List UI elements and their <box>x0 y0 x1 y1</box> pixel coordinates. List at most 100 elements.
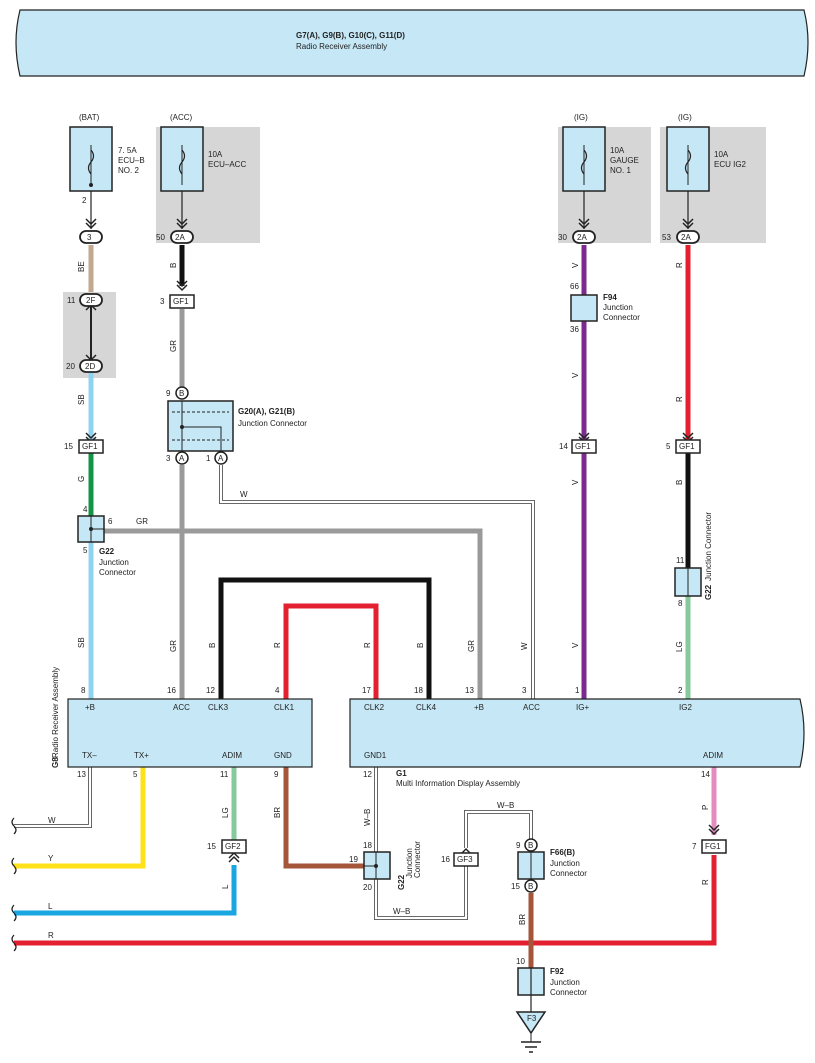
svg-text:GR: GR <box>169 640 178 652</box>
svg-text:GR: GR <box>467 640 476 652</box>
svg-text:5: 5 <box>83 546 88 555</box>
svg-text:SB: SB <box>77 394 86 405</box>
pin-txp: TX+ <box>134 751 149 760</box>
wire-wb-3 <box>464 810 533 848</box>
svg-text:B: B <box>208 643 217 648</box>
g1-desc: Multi Information Display Assembly <box>396 779 520 788</box>
ground-icon <box>515 1011 547 1053</box>
connector-gf1-acc: GF1 3 <box>160 294 195 309</box>
svg-text:P: P <box>701 805 710 810</box>
svg-text:18: 18 <box>414 686 423 695</box>
acc-label: (ACC) <box>170 113 193 122</box>
ig1-label: (IG) <box>574 113 588 122</box>
svg-text:LG: LG <box>675 641 684 652</box>
header-panel <box>15 9 809 77</box>
svg-text:30: 30 <box>558 233 567 242</box>
svg-text:10A: 10A <box>714 150 729 159</box>
pin-igp: IG+ <box>576 703 589 712</box>
svg-text:14: 14 <box>559 442 568 451</box>
svg-text:V: V <box>571 479 580 485</box>
svg-text:15: 15 <box>207 842 216 851</box>
svg-text:GF3: GF3 <box>457 855 473 864</box>
svg-text:NO. 2: NO. 2 <box>118 166 139 175</box>
svg-text:GF1: GF1 <box>679 442 695 451</box>
ig2-label: (IG) <box>678 113 692 122</box>
fuse-ig2 <box>666 126 710 229</box>
pin-gnd: GND <box>274 751 292 760</box>
svg-text:R: R <box>675 262 684 268</box>
header-subtitle: Radio Receiver Assembly <box>296 42 387 51</box>
junction-g22-right: 11 8 <box>674 556 702 608</box>
svg-text:9: 9 <box>274 770 279 779</box>
svg-text:2A: 2A <box>577 233 587 242</box>
f66-desc2: Connector <box>550 869 587 878</box>
connector-gf3: GF3 16 <box>441 852 479 867</box>
pin-txm: TX– <box>82 751 97 760</box>
connector-3: 3 <box>79 230 103 244</box>
connector-2a-acc: 2A 50 <box>156 230 194 244</box>
svg-text:V: V <box>571 372 580 378</box>
wire-y <box>14 767 146 869</box>
svg-text:R: R <box>363 642 372 648</box>
svg-text:R: R <box>701 879 710 885</box>
svg-text:GF1: GF1 <box>82 442 98 451</box>
wire-break-marks <box>11 817 17 952</box>
f92-title: F92 <box>550 967 564 976</box>
svg-text:A: A <box>179 454 185 463</box>
svg-text:66: 66 <box>570 282 579 291</box>
pin-gnd1: GND1 <box>364 751 387 760</box>
svg-text:BR: BR <box>518 914 527 925</box>
svg-text:7. 5A: 7. 5A <box>118 146 137 155</box>
fuse-acc <box>160 126 204 229</box>
connector-gf1-bat: GF1 15 <box>64 439 104 454</box>
svg-text:3: 3 <box>522 686 527 695</box>
svg-text:5: 5 <box>133 770 138 779</box>
svg-text:15: 15 <box>64 442 73 451</box>
f66-title: F66(B) <box>550 848 575 857</box>
svg-text:1: 1 <box>206 454 211 463</box>
pin-clk2: CLK2 <box>364 703 385 712</box>
svg-text:R: R <box>48 931 54 940</box>
svg-text:2D: 2D <box>85 362 95 371</box>
svg-text:6: 6 <box>108 517 113 526</box>
svg-text:V: V <box>571 642 580 648</box>
svg-text:2: 2 <box>678 686 683 695</box>
svg-text:B: B <box>528 841 533 850</box>
svg-text:36: 36 <box>570 325 579 334</box>
g1-title: G1 <box>396 769 407 778</box>
svg-text:W: W <box>240 490 248 499</box>
svg-text:2A: 2A <box>175 233 185 242</box>
svg-text:B: B <box>528 882 533 891</box>
svg-text:4: 4 <box>83 505 88 514</box>
svg-text:FG1: FG1 <box>705 842 721 851</box>
junction-f66: B 9 B 15 <box>511 838 545 893</box>
svg-text:53: 53 <box>662 233 671 242</box>
svg-text:B: B <box>675 480 684 485</box>
svg-text:GF1: GF1 <box>173 297 189 306</box>
pin-clk1: CLK1 <box>274 703 295 712</box>
connector-2f: 2F 11 <box>67 293 103 307</box>
svg-text:L: L <box>221 884 230 889</box>
svg-text:10A: 10A <box>208 150 223 159</box>
svg-text:11: 11 <box>220 770 229 779</box>
svg-text:18: 18 <box>363 841 372 850</box>
pin-adim: ADIM <box>222 751 242 760</box>
svg-text:SB: SB <box>77 637 86 648</box>
svg-text:13: 13 <box>465 686 474 695</box>
pin-acc2: ACC <box>523 703 540 712</box>
svg-text:ECU IG2: ECU IG2 <box>714 160 747 169</box>
chevron-icons <box>85 218 720 863</box>
svg-text:16: 16 <box>441 855 450 864</box>
bat-label: (BAT) <box>79 113 100 122</box>
wire-br-gnd <box>283 767 364 869</box>
svg-text:A: A <box>218 454 224 463</box>
svg-text:11: 11 <box>67 296 76 305</box>
pin-ig2: IG2 <box>679 703 692 712</box>
connector-2d: 2D 20 <box>66 359 103 373</box>
svg-text:LG: LG <box>221 807 230 818</box>
f94-title: F94 <box>603 293 617 302</box>
svg-text:8: 8 <box>81 686 86 695</box>
junction-g22-left: 4 6 5 <box>77 505 113 555</box>
svg-text:ECU–ACC: ECU–ACC <box>208 160 246 169</box>
